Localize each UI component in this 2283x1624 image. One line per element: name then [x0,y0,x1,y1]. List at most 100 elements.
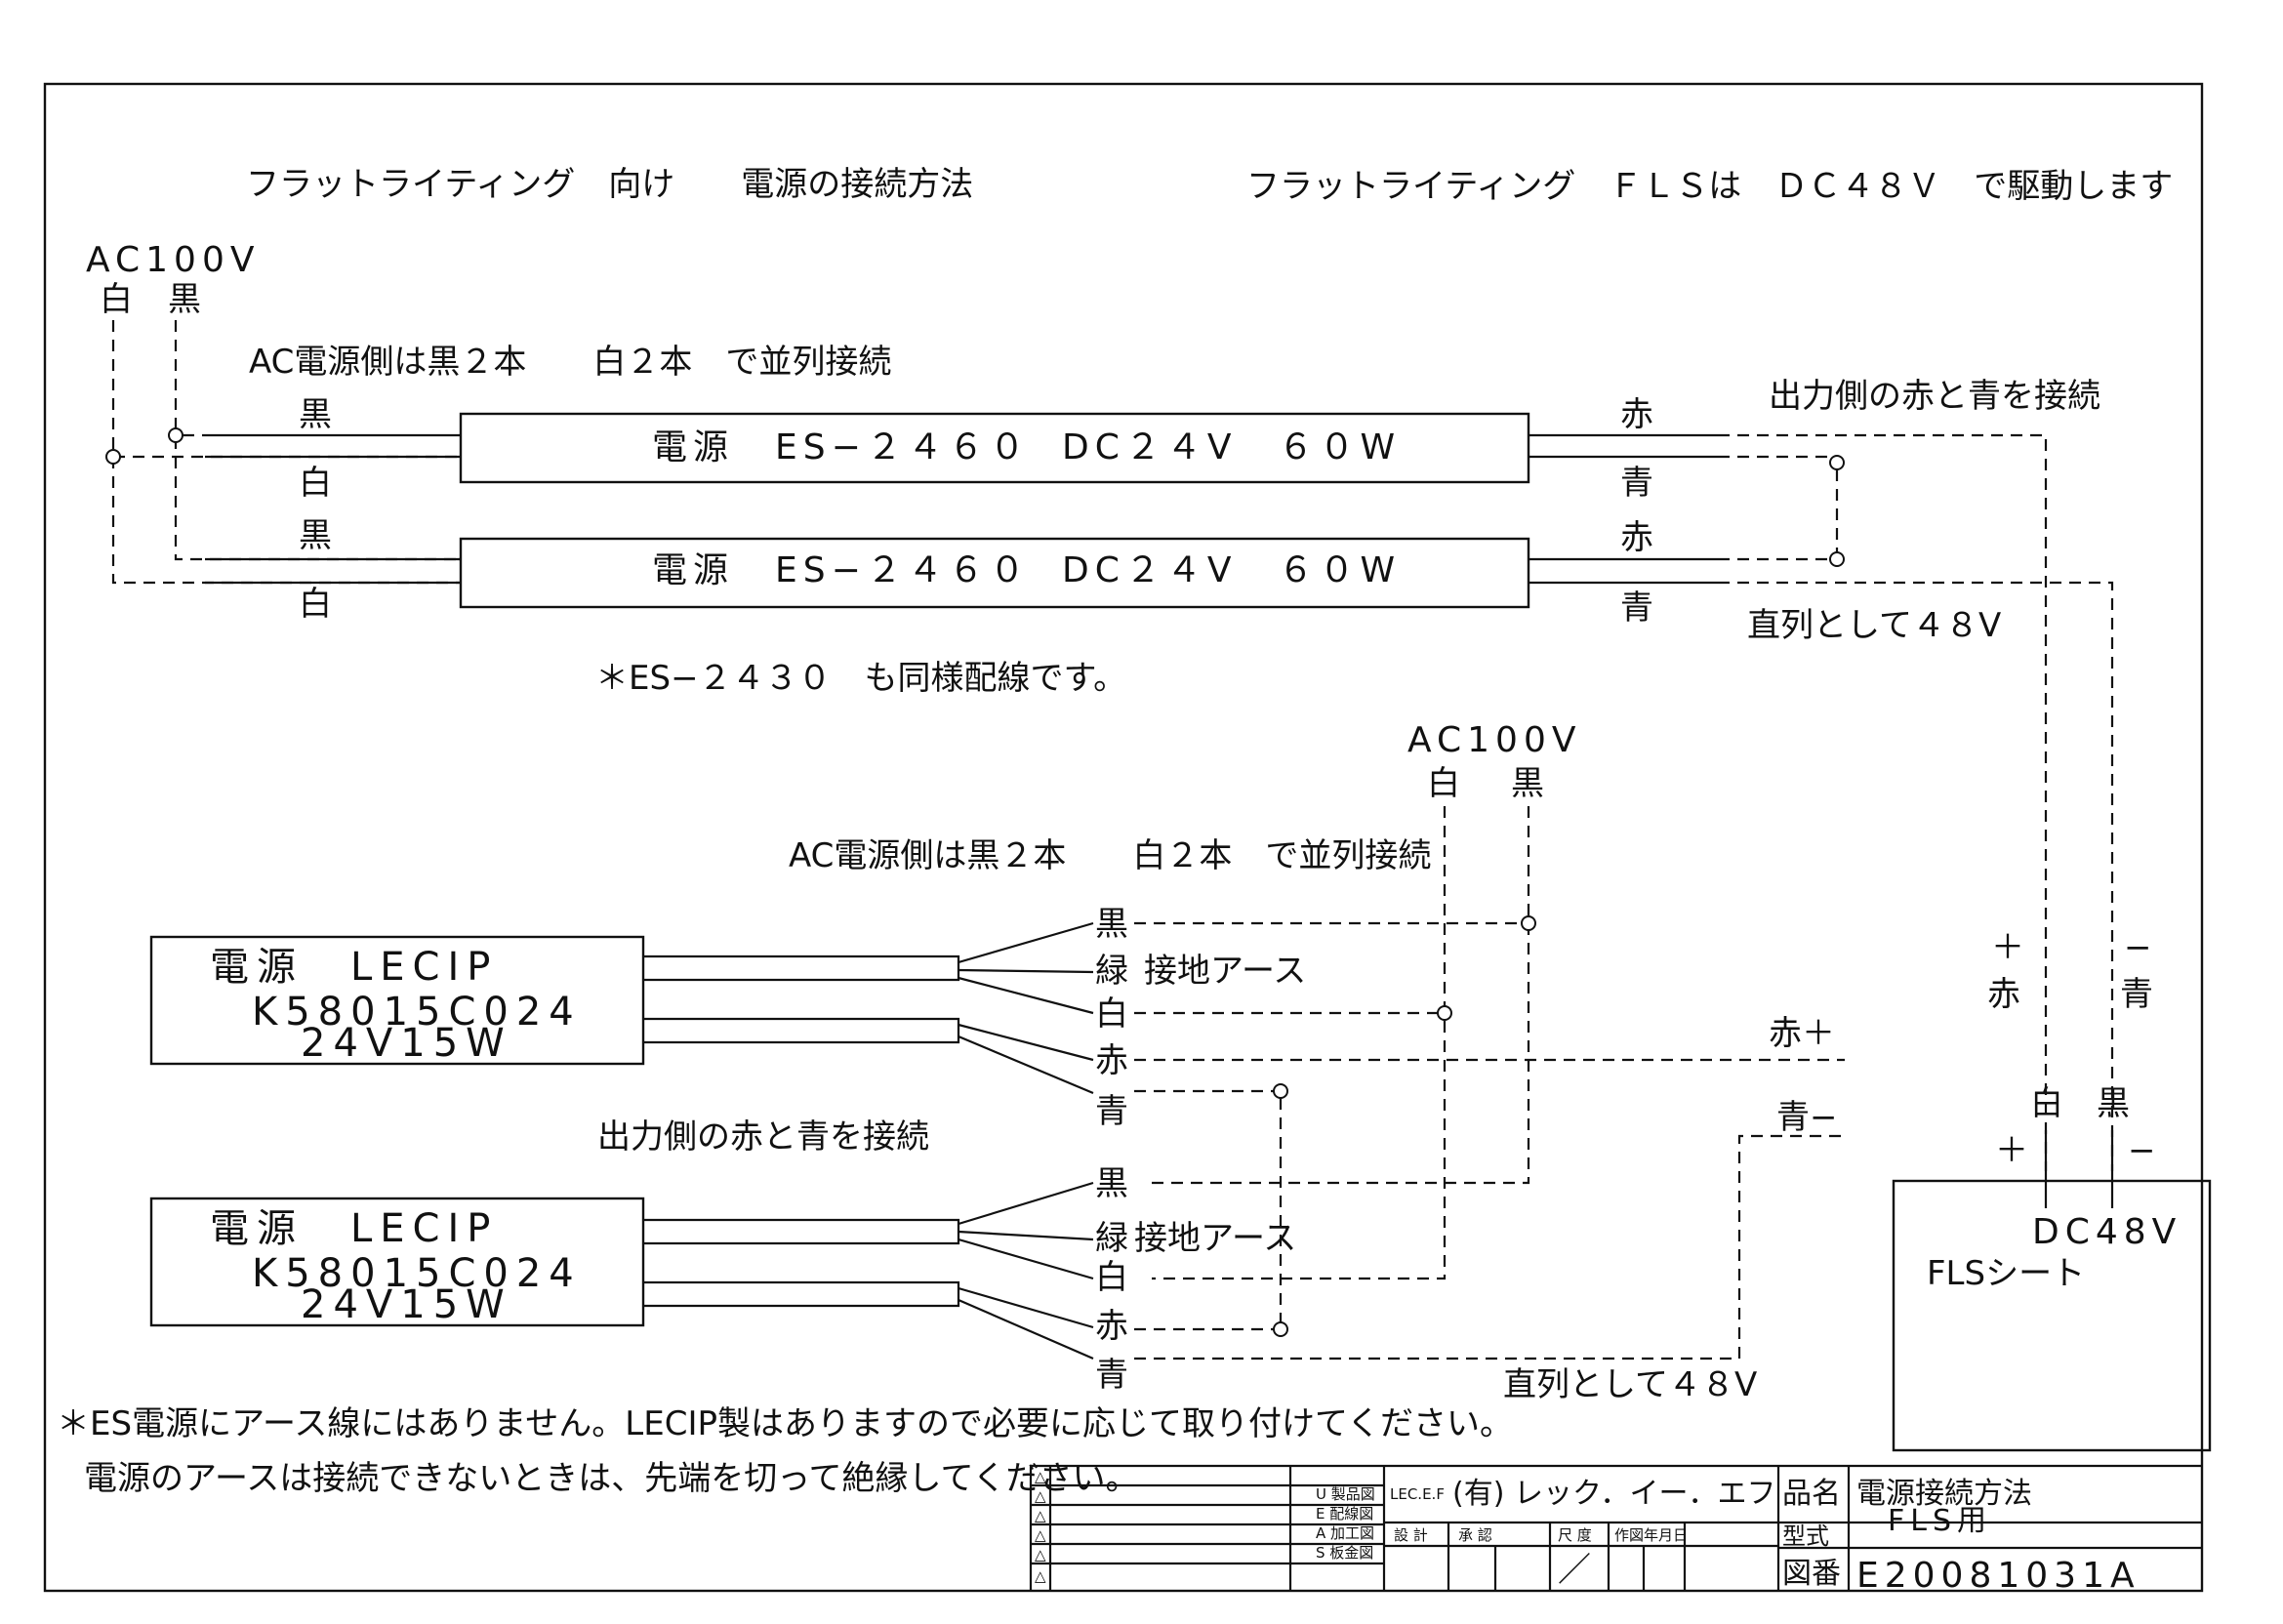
top-ac-black-feed [174,320,459,561]
top-supply2-name: 電源 ES−２４６０ [652,550,1031,590]
top-ac-white: 白 [100,280,133,319]
fls-white-label: 白 [2030,1084,2063,1123]
bottom-junction-white [1437,1005,1452,1021]
fls-plus-sign: ＋ [1995,1131,2028,1170]
header-left-title: フラットライティング 向け 電源の接続方法 [246,165,973,204]
category-1: U 製品図 [1316,1485,1375,1503]
rev-mark-4: △ [1035,1526,1046,1544]
lecip1-cable-lower [643,1017,960,1044]
lecip1-fan-out [958,921,1094,1095]
top-similar-note: ＊ES−２４３０ も同様配線です。 [595,659,1126,698]
top-supply1-out-blue-label: 青 [1620,464,1653,503]
lecip1-blue-label: 青 [1095,1092,1128,1131]
lecip2-name: 電源 LECIP [210,1206,498,1251]
lecip2-fan-out [958,1181,1094,1360]
bottom-ac-label: AC100V [1407,720,1581,760]
top-red-output-run [1718,433,2048,1171]
bottom-parallel-note: AC電源側は黒２本 白２本 で並列接続 [789,836,1431,875]
lecip1-ground-label: 接地アース [1144,952,1306,991]
drawing-no-label: 図番 [1782,1557,1841,1591]
bottom-blue-out-run [1134,1134,1845,1360]
bottom-minus-label: 青− [1776,1098,1838,1137]
lecip1-model: K58015C024 [252,990,582,1035]
top-supply1-name: 電源 ES−２４６０ [652,427,1031,467]
category-4: S 板金図 [1316,1544,1373,1562]
top-supply2-in-white-label: 白 [299,585,332,624]
type-value: FLS用 [1888,1504,1992,1538]
title-block [1029,1464,2202,1591]
category-3: A 加工図 [1316,1524,1374,1542]
rev-mark-1: △ [1035,1468,1046,1485]
top-supply2-in-black-label: 黒 [299,516,332,555]
top-blue-output-run [1718,581,2114,1171]
header-right-title: フラットライティング ＦＬＳは ＤＣ４８Ｖ で駆動します [1246,167,2173,206]
type-label: 型式 [1782,1522,1829,1550]
lecip1-white-label: 白 [1095,995,1128,1034]
top-series-note: 直列として４８V [1747,606,2001,645]
top-supply1-box [459,412,1530,484]
lecip2-cable-lower [643,1280,960,1308]
scale-value: ／ [1558,1551,1591,1590]
lecip2-cable-upper [643,1218,960,1245]
lecip2-red-label: 赤 [1095,1307,1128,1346]
header-approve: 承 認 [1458,1526,1492,1544]
lecip2-green-label: 緑 [1095,1219,1128,1258]
bottom-plus-label: 赤＋ [1769,1014,1835,1053]
fls-black-label: 黒 [2097,1084,2130,1123]
drawing-frame [43,82,2204,1593]
bottom-link-dot-1 [1273,1083,1288,1099]
bottom-ac-black: 黒 [1511,764,1544,803]
company-small: LEC.E.F [1390,1485,1445,1503]
bottom-ac-white-feed [1152,806,1447,1280]
top-output-note: 出力側の赤と青を接続 [1769,377,2100,416]
lecip1-green-label: 緑 [1095,952,1128,991]
top-ac-label: AC100V [86,240,260,280]
fls-minus-blue-sign: − [2124,928,2152,967]
top-supply1-out-red-label: 赤 [1620,395,1653,434]
top-supply1-in-white-label: 白 [299,464,332,503]
fls-minus-sign: − [2128,1131,2156,1170]
rev-mark-3: △ [1035,1507,1046,1524]
lecip2-black-label: 黒 [1095,1164,1128,1203]
top-supply2-box [459,537,1530,609]
fls-sheet-box [1892,1179,2212,1452]
bottom-junction-black [1521,915,1536,931]
top-link-dot-1 [1829,455,1845,470]
top-junction-black [168,427,183,443]
top-ac-black: 黒 [168,280,201,319]
top-supply1-spec: DC２４V ６０W [1062,427,1401,467]
bottom-ac-black-feed [1152,806,1530,1185]
bottom-output-note: 出力側の赤と青を接続 [597,1117,929,1157]
lecip2-blue-label: 青 [1095,1356,1128,1395]
bottom-ac-white: 白 [1427,764,1460,803]
bottom-series-note: 直列として４８V [1503,1365,1757,1404]
product-label: 品名 [1782,1477,1841,1511]
lecip1-red-label: 赤 [1095,1041,1128,1080]
header-date: 作図年月日 [1614,1526,1688,1544]
top-junction-white [105,449,121,465]
top-supply1-in-black-label: 黒 [299,395,332,434]
footnote-line1: ＊ES電源にアース線にはありません。LECIP製はありますので必要に応じて取り付… [57,1404,1513,1443]
lecip2-rating: 24V15W [301,1282,512,1327]
bottom-link-dot-2 [1273,1321,1288,1337]
top-link-dot-2 [1829,551,1845,567]
fls-blue-label: 青 [2120,975,2153,1014]
fls-red-label: 赤 [1987,975,2020,1014]
lecip2-model: K58015C024 [252,1251,582,1296]
top-supply2-out-blue-label: 青 [1620,589,1653,628]
lecip1-black-label: 黒 [1095,905,1128,944]
lecip1-name: 電源 LECIP [210,945,498,990]
fls-sheet-label: FLSシート [1927,1254,2085,1293]
top-supply2-out-red-label: 赤 [1620,518,1653,557]
rev-mark-2: △ [1035,1487,1046,1505]
fls-voltage: DC48V [2032,1212,2181,1252]
lecip1-cable-upper [643,954,960,982]
header-design: 設 計 [1394,1526,1428,1544]
rev-mark-5: △ [1035,1546,1046,1563]
drawing-no: E20081031A [1856,1556,2140,1596]
company-name: (有) レック．イー．エフ [1452,1477,1775,1511]
lecip1-rating: 24V15W [301,1021,512,1066]
header-scale: 尺 度 [1558,1526,1592,1544]
top-supply2-spec: DC２４V ６０W [1062,550,1401,590]
